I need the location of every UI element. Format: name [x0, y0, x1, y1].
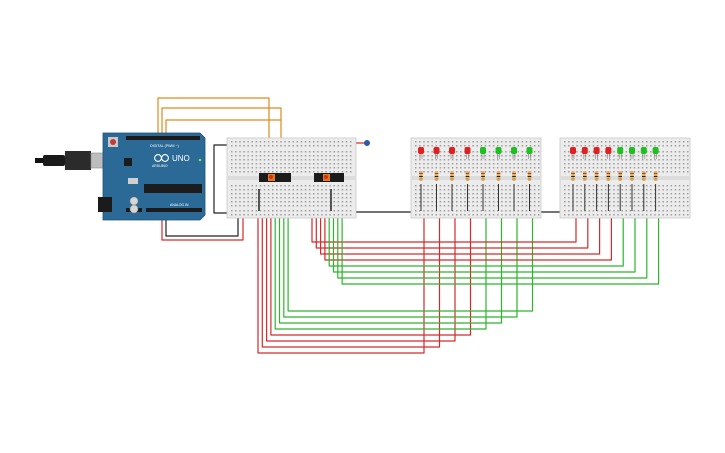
wire[interactable] — [337, 186, 648, 279]
resistor — [618, 171, 622, 181]
breadboard-holes — [415, 141, 540, 216]
digital-header-label: DIGITAL (PWM ~) — [150, 144, 179, 148]
wire[interactable] — [274, 186, 487, 330]
green-led[interactable] — [640, 147, 647, 159]
green-led[interactable] — [652, 147, 659, 159]
wire[interactable] — [161, 107, 282, 150]
resistor — [434, 171, 439, 181]
wire[interactable] — [283, 186, 518, 318]
resistor — [496, 171, 501, 181]
resistor — [630, 171, 634, 181]
breadboard-holes — [564, 141, 689, 216]
dip-switch[interactable] — [259, 173, 291, 182]
wires-layer — [157, 97, 660, 354]
board-label: UNO — [172, 154, 190, 163]
wire[interactable] — [165, 119, 281, 135]
resistor — [653, 171, 658, 181]
resistor — [583, 171, 587, 181]
red-led[interactable] — [605, 147, 612, 159]
power-jack — [98, 197, 112, 212]
red-led[interactable] — [593, 147, 600, 159]
usb-cable — [35, 151, 106, 170]
resistor — [527, 171, 532, 181]
red-led[interactable] — [464, 147, 471, 159]
green-led[interactable] — [629, 147, 635, 159]
resistor — [419, 171, 423, 181]
red-led[interactable] — [449, 147, 455, 159]
red-led[interactable] — [570, 147, 576, 159]
green-led[interactable] — [480, 147, 486, 159]
led-breadboard-2[interactable] — [559, 137, 691, 219]
led-breadboard-1[interactable] — [410, 137, 542, 219]
resistor — [642, 171, 646, 181]
wire[interactable] — [341, 186, 660, 285]
resistor — [465, 171, 470, 181]
digital-header — [126, 136, 200, 140]
led-row — [570, 147, 659, 211]
green-led[interactable] — [495, 147, 502, 159]
breadboard-holes — [231, 141, 352, 216]
wire[interactable] — [320, 186, 601, 255]
atmega-chip — [144, 184, 202, 193]
resistor — [571, 171, 575, 181]
brand-label: ARDUINO — [152, 164, 168, 168]
green-led[interactable] — [526, 147, 533, 159]
red-led[interactable] — [418, 147, 424, 159]
red-led[interactable] — [433, 147, 440, 159]
green-led[interactable] — [511, 147, 517, 159]
dip-switch[interactable] — [314, 173, 344, 182]
wire[interactable] — [332, 186, 636, 273]
wire[interactable] — [165, 212, 239, 237]
arduino-infinity-logo-icon — [154, 154, 169, 162]
resistor — [512, 171, 516, 181]
jumper-end-icon — [364, 140, 370, 146]
resistor — [606, 171, 611, 181]
resistor — [481, 171, 485, 181]
led-row — [418, 147, 533, 211]
resistor — [450, 171, 454, 181]
wire[interactable] — [324, 186, 613, 261]
switch-breadboard[interactable] — [226, 137, 357, 219]
analog-header — [146, 208, 202, 212]
red-led[interactable] — [581, 147, 588, 159]
wire[interactable] — [157, 97, 270, 150]
wire[interactable] — [266, 186, 456, 342]
analog-header-label: ANALOG IN — [170, 203, 189, 207]
wire[interactable] — [257, 186, 425, 354]
arduino-uno-board[interactable]: DIGITAL (PWM ~) ANALOG IN UNO ARDUINO — [98, 132, 206, 221]
green-led[interactable] — [617, 147, 624, 159]
resistor — [594, 171, 599, 181]
wire[interactable] — [328, 186, 624, 267]
wire[interactable] — [213, 144, 229, 214]
